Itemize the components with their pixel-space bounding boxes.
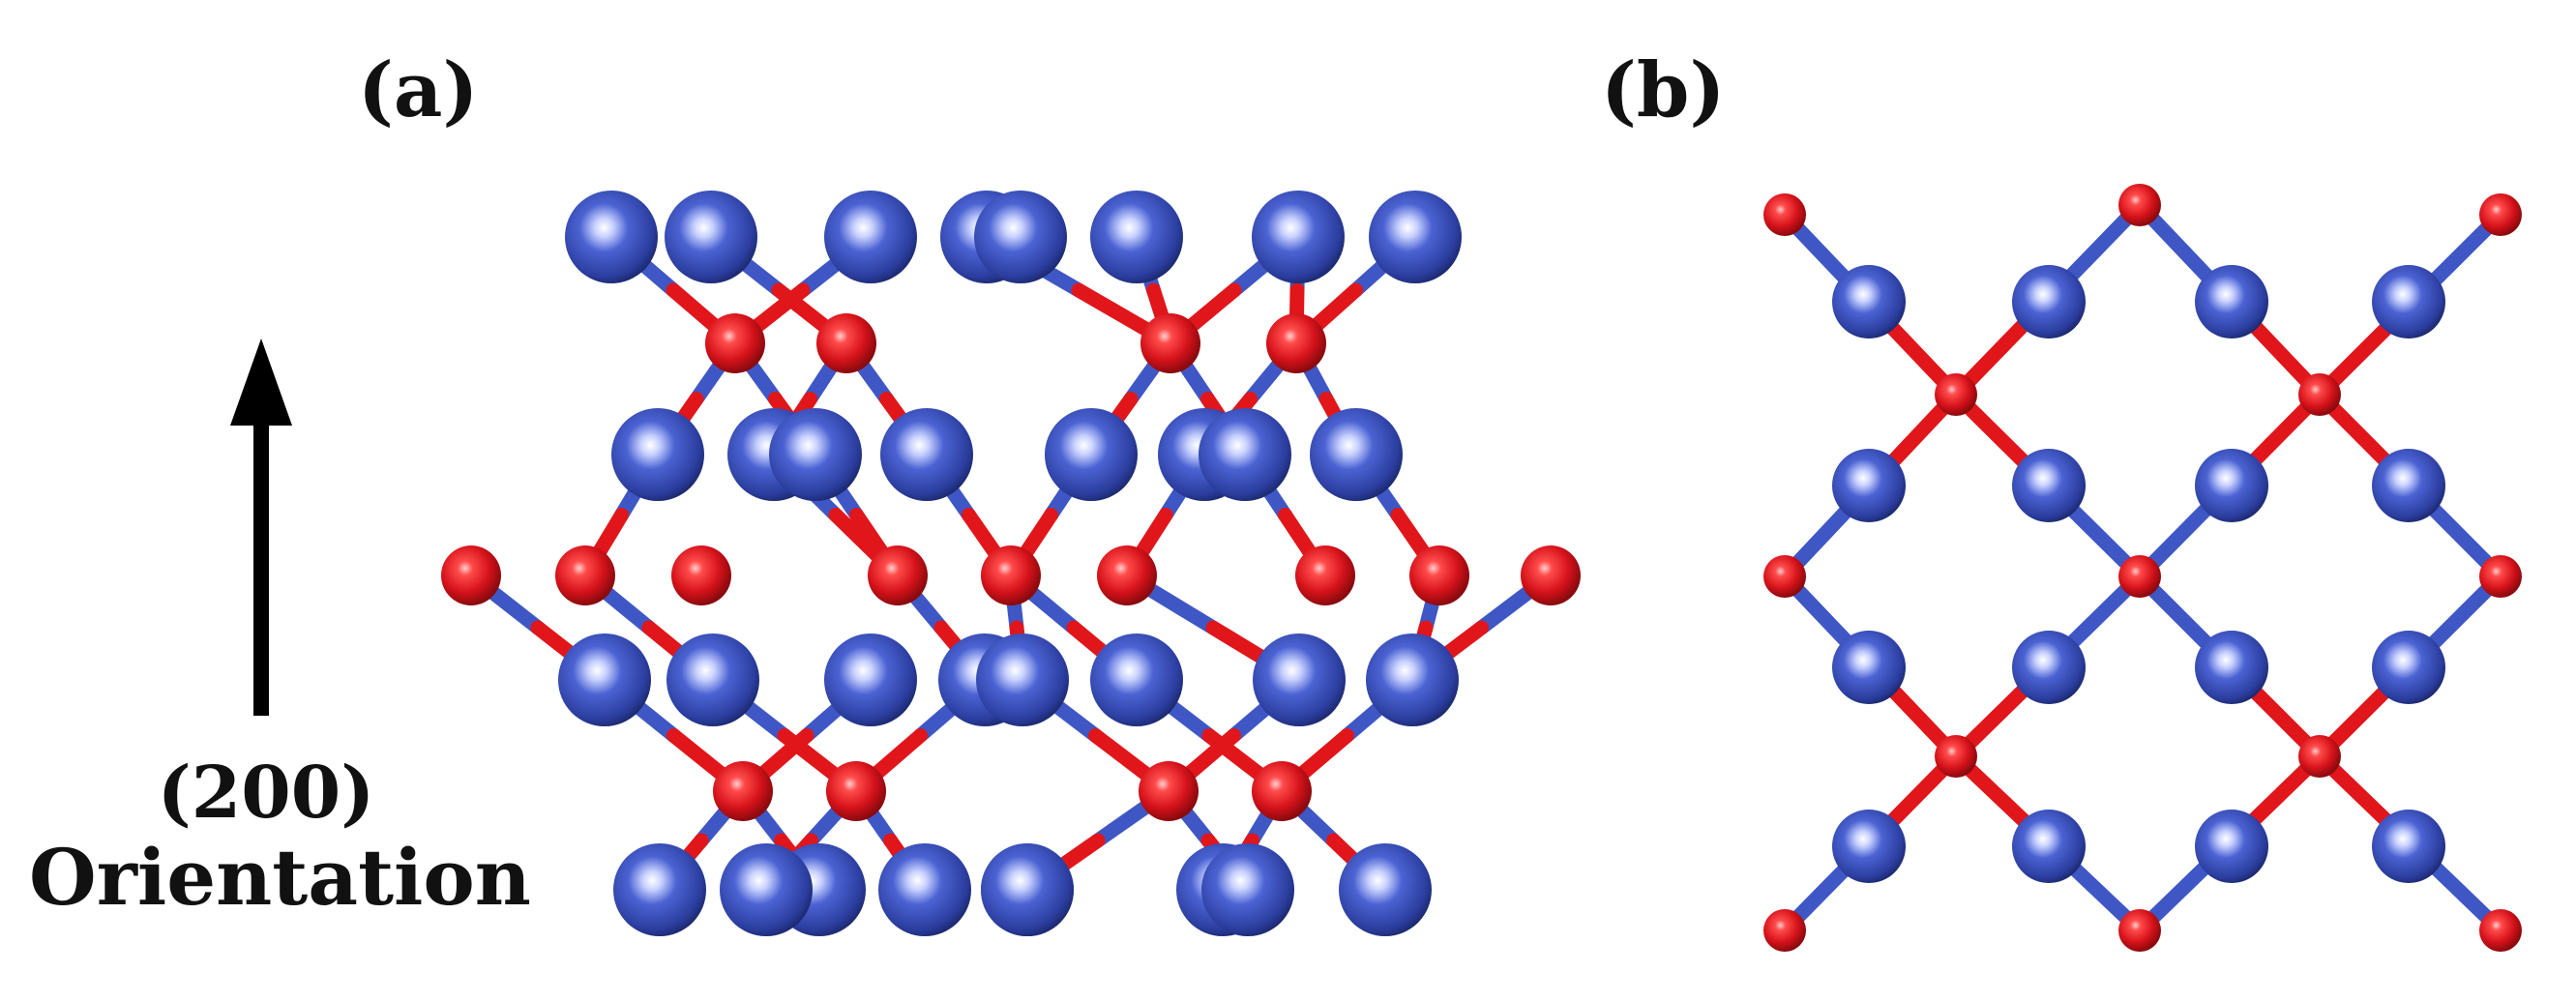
panel-label-b: (b) bbox=[1601, 46, 1726, 134]
cation-atom bbox=[1935, 735, 1977, 778]
anion-atom bbox=[2372, 449, 2445, 522]
anion-atom bbox=[2195, 449, 2268, 522]
anion-atom bbox=[2195, 810, 2268, 883]
anion-atom bbox=[2372, 810, 2445, 883]
anion-atom bbox=[1090, 191, 1183, 283]
structure-panel-a bbox=[441, 191, 1581, 936]
anion-atom bbox=[1045, 408, 1138, 501]
anion-atom bbox=[720, 843, 813, 936]
cation-atom bbox=[981, 545, 1041, 605]
cation-atom bbox=[1266, 313, 1326, 373]
anion-atom bbox=[1832, 449, 1906, 522]
cation-atom bbox=[2479, 909, 2522, 952]
anion-atom bbox=[974, 191, 1067, 283]
anion-atom bbox=[1369, 191, 1462, 283]
cation-atom bbox=[1295, 545, 1355, 605]
cation-atom bbox=[2298, 373, 2341, 416]
cation-atom bbox=[2118, 909, 2161, 952]
anion-atom bbox=[1339, 843, 1432, 936]
cation-atom bbox=[1139, 761, 1199, 821]
cation-atom bbox=[671, 545, 731, 605]
cation-atom bbox=[1521, 545, 1581, 605]
cation-atom bbox=[555, 545, 615, 605]
cation-atom bbox=[1409, 545, 1469, 605]
anion-atom bbox=[665, 191, 757, 283]
cation-atom bbox=[713, 761, 773, 821]
anion-atom bbox=[878, 843, 971, 936]
cation-atom bbox=[1763, 909, 1806, 952]
cation-atom bbox=[1140, 313, 1200, 373]
cation-atom bbox=[1252, 761, 1312, 821]
atoms-panel-b bbox=[1763, 184, 2522, 952]
anion-atom bbox=[2195, 631, 2268, 704]
anion-atom bbox=[1252, 191, 1345, 283]
cation-atom bbox=[1097, 545, 1157, 605]
orientation-word-label: Orientation bbox=[29, 832, 531, 924]
anion-atom bbox=[2372, 631, 2445, 704]
anion-atom bbox=[880, 408, 973, 501]
cation-atom bbox=[1763, 193, 1806, 236]
anion-atom bbox=[2012, 449, 2086, 522]
cation-atom bbox=[868, 545, 928, 605]
anion-atom bbox=[565, 191, 658, 283]
anion-atom bbox=[666, 634, 759, 726]
anion-atom bbox=[611, 408, 704, 501]
anion-atom bbox=[2012, 810, 2086, 883]
anion-atom bbox=[824, 634, 917, 726]
cation-atom bbox=[2479, 193, 2522, 236]
anion-atom bbox=[1201, 843, 1294, 936]
orientation-caption: (200) Orientation bbox=[29, 752, 531, 924]
anion-atom bbox=[1310, 408, 1403, 501]
anion-atom bbox=[1832, 810, 1906, 883]
anion-atom bbox=[1199, 408, 1291, 501]
structure-panel-b bbox=[1763, 184, 2522, 952]
cation-atom bbox=[1935, 373, 1977, 416]
cation-atom bbox=[2298, 735, 2341, 778]
anion-atom bbox=[981, 843, 1074, 936]
anion-atom bbox=[558, 634, 651, 726]
anion-atom bbox=[2372, 265, 2445, 339]
anion-atom bbox=[1832, 631, 1906, 704]
up-arrow-icon bbox=[230, 339, 292, 716]
miller-index-label: (200) bbox=[157, 752, 375, 835]
cation-atom bbox=[826, 761, 886, 821]
anion-atom bbox=[1832, 265, 1906, 339]
anion-atom bbox=[1253, 634, 1346, 726]
cation-atom bbox=[1763, 555, 1806, 598]
anion-atom bbox=[1090, 634, 1183, 726]
anion-atom bbox=[1366, 634, 1459, 726]
anion-atom bbox=[2012, 631, 2086, 704]
anion-atom bbox=[2195, 265, 2268, 339]
cation-atom bbox=[816, 313, 876, 373]
panel-label-a: (a) bbox=[358, 46, 479, 134]
anion-atom bbox=[2012, 265, 2086, 339]
anion-atom bbox=[613, 843, 706, 936]
anion-atom bbox=[976, 634, 1069, 726]
atoms-panel-a bbox=[441, 191, 1581, 936]
cation-atom bbox=[2118, 184, 2161, 226]
anion-atom bbox=[769, 408, 862, 501]
cation-atom bbox=[441, 545, 501, 605]
cation-atom bbox=[705, 313, 765, 373]
cation-atom bbox=[2479, 555, 2522, 598]
cation-atom bbox=[2118, 555, 2161, 598]
anion-atom bbox=[824, 191, 917, 283]
